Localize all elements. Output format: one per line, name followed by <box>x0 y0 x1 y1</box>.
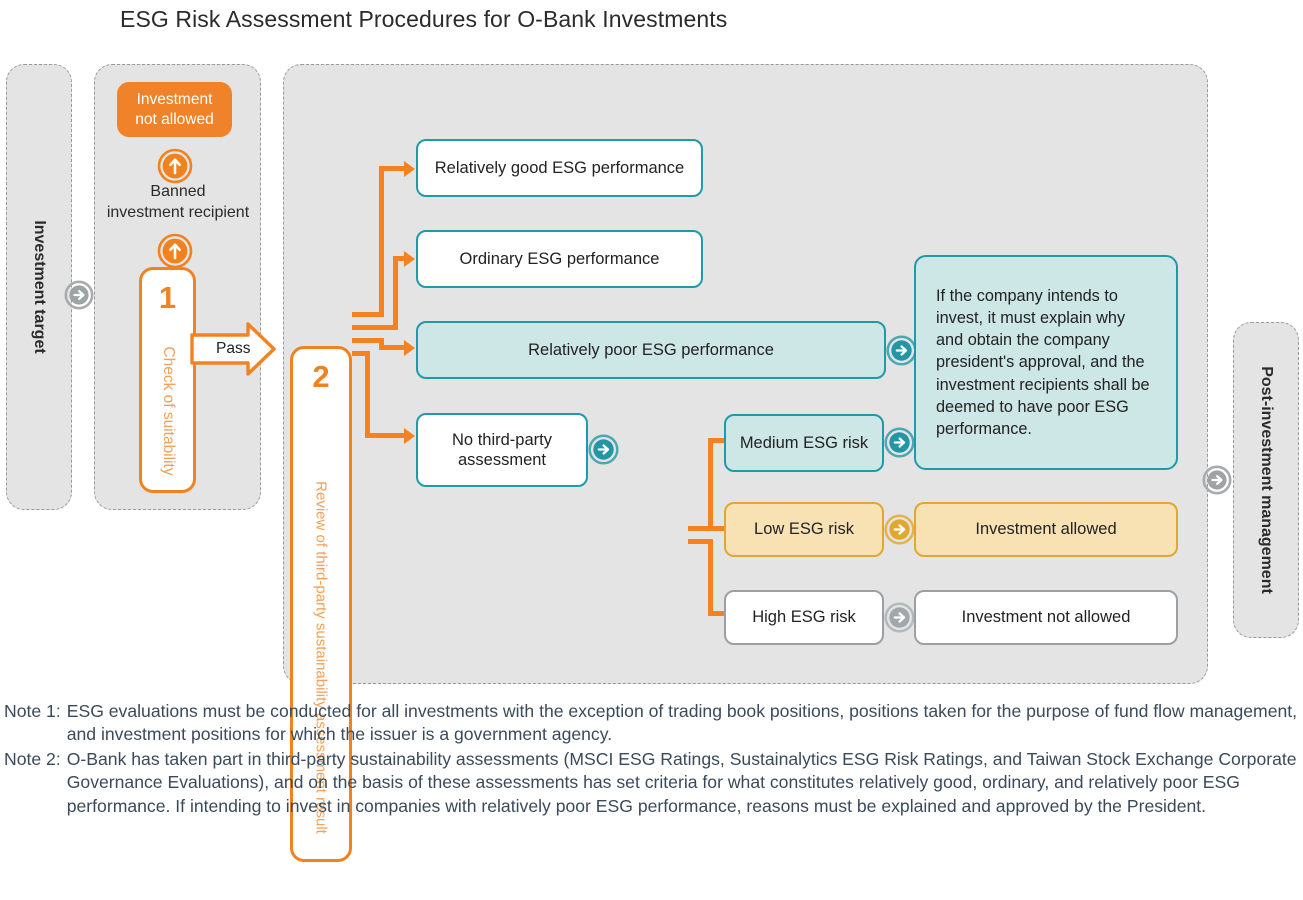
connector-3-riser-high <box>708 539 713 613</box>
investment-not-allowed-banner: Investment not allowed <box>117 82 232 137</box>
outcome-box-relatively-good[interactable]: Relatively good ESG performance <box>416 139 703 197</box>
outcome-label: No third-party assessment <box>452 430 552 469</box>
connector-2-arrowhead-none <box>404 427 415 444</box>
pass-connector: Pass <box>190 321 276 377</box>
up-arrow-circle-icon-top <box>157 148 193 184</box>
connector-2-riser-none <box>365 351 370 437</box>
investment-not-allowed-box[interactable]: Investment not allowed <box>914 590 1178 645</box>
step-1-pillar[interactable]: 1 Check of suitability <box>139 267 196 493</box>
teal-arrow-circle-icon-poor <box>886 335 917 366</box>
step-2-pillar[interactable]: 2 Review of third-party sustainability a… <box>290 346 352 862</box>
page-title: ESG Risk Assessment Procedures for O-Ban… <box>120 6 728 32</box>
connector-2-stub-d <box>352 351 370 356</box>
connector-2-stub-a <box>352 312 384 317</box>
outcome-box-ordinary[interactable]: Ordinary ESG performance <box>416 230 703 288</box>
connector-2-arm-ordinary <box>393 256 407 261</box>
outcome-box-relatively-poor[interactable]: Relatively poor ESG performance <box>416 321 886 379</box>
note-body: O-Bank has taken part in third-party sus… <box>66 748 1297 816</box>
amber-arrow-circle-icon-low <box>884 514 915 545</box>
connector-2-arrowhead-good <box>404 160 415 177</box>
risk-box-high[interactable]: High ESG risk <box>724 590 884 645</box>
gray-arrow-circle-icon-high <box>884 602 915 633</box>
note-row: Note 2: O-Bank has taken part in third-p… <box>4 748 1299 818</box>
step-1-label: Check of suitability <box>159 346 177 476</box>
connector-2-riser-poor <box>379 338 384 350</box>
banner-line-1: Investment <box>136 91 213 109</box>
teal-arrow-circle-icon-no-assessment <box>588 434 619 465</box>
up-arrow-circle-icon-bottom <box>157 233 193 269</box>
lane-investment-target: Investment target <box>6 64 72 510</box>
connector-2-stub-c <box>352 338 384 343</box>
connector-2-stub-b <box>352 325 398 330</box>
note-tag: Note 2: <box>4 748 61 769</box>
banner-line-2: not allowed <box>135 110 214 128</box>
risk-box-medium[interactable]: Medium ESG risk <box>724 414 884 472</box>
pass-label: Pass <box>216 340 251 357</box>
outcome-label: Relatively good ESG performance <box>434 158 685 177</box>
lane-investment-target-label: Investment target <box>31 220 48 354</box>
connector-2-riser-ordinary <box>393 256 398 328</box>
connector-3-arm-low <box>688 526 726 531</box>
risk-label: High ESG risk <box>752 608 856 627</box>
connector-3-arm-high <box>708 611 726 616</box>
risk-label: Low ESG risk <box>754 520 854 539</box>
investment-not-allowed-label: Investment not allowed <box>961 608 1131 627</box>
connector-2-arm-none <box>365 433 407 438</box>
teal-arrow-circle-icon-medium <box>884 427 915 458</box>
step-1-number: 1 <box>158 280 177 315</box>
explanation-box[interactable]: If the company intends to invest, it mus… <box>914 255 1178 470</box>
banned-line-1: Banned <box>150 183 206 200</box>
connector-2-arm-good <box>379 166 407 171</box>
risk-label: Medium ESG risk <box>739 433 869 452</box>
investment-allowed-label: Investment allowed <box>975 520 1117 539</box>
outcome-box-no-assessment[interactable]: No third-party assessment <box>416 413 588 487</box>
investment-allowed-box[interactable]: Investment allowed <box>914 502 1178 557</box>
outcome-label: Ordinary ESG performance <box>459 249 660 268</box>
connector-2-riser-good <box>379 166 384 316</box>
connector-2-arrowhead-poor <box>404 339 415 356</box>
lane-post-investment-management: Post-investment management <box>1233 322 1299 638</box>
notes-section: Note 1: ESG evaluations must be conducte… <box>4 700 1299 818</box>
explanation-text: If the company intends to invest, it mus… <box>936 286 1150 438</box>
connector-3-arm-medium <box>708 438 726 443</box>
gray-arrow-circle-icon-2 <box>1202 465 1232 495</box>
banned-line-2: investment recipient <box>106 203 250 221</box>
banned-investment-recipient-label: Banned investment recipient <box>88 182 268 224</box>
step-2-number: 2 <box>312 359 330 394</box>
note-tag: Note 1: <box>4 701 61 721</box>
gray-arrow-circle-icon-1 <box>64 280 94 310</box>
lane-post-investment-label: Post-investment management <box>1258 366 1275 594</box>
connector-2-arrowhead-ordinary <box>404 250 415 267</box>
connector-2-arm-poor <box>379 345 407 350</box>
risk-box-low[interactable]: Low ESG risk <box>724 502 884 557</box>
connector-3-stub-c <box>688 539 713 544</box>
note-row: Note 1: ESG evaluations must be conducte… <box>4 700 1299 747</box>
outcome-label: Relatively poor ESG performance <box>528 340 774 359</box>
note-body: ESG evaluations must be conducted for al… <box>66 701 1298 745</box>
connector-3-riser-medium <box>708 438 713 530</box>
